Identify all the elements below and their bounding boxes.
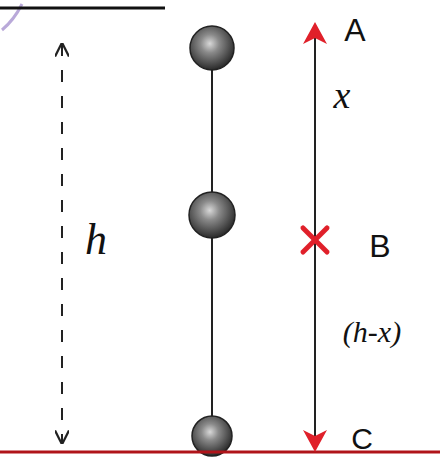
distance-expression: (h-x) [343,317,401,347]
arrowhead-up [303,22,327,44]
height-symbol: h [85,218,107,262]
height-dimension [61,44,63,443]
ground-line [0,451,440,454]
point-label: A [344,14,365,46]
release-line [0,7,165,10]
fall-path [211,48,213,438]
distance-symbol: x [334,76,351,114]
point-label: B [369,230,390,262]
ball [190,26,234,70]
point-marker [303,228,327,252]
arrowhead-down [303,430,327,452]
ball [192,416,232,456]
ball [189,192,235,238]
point-label: C [351,424,373,454]
